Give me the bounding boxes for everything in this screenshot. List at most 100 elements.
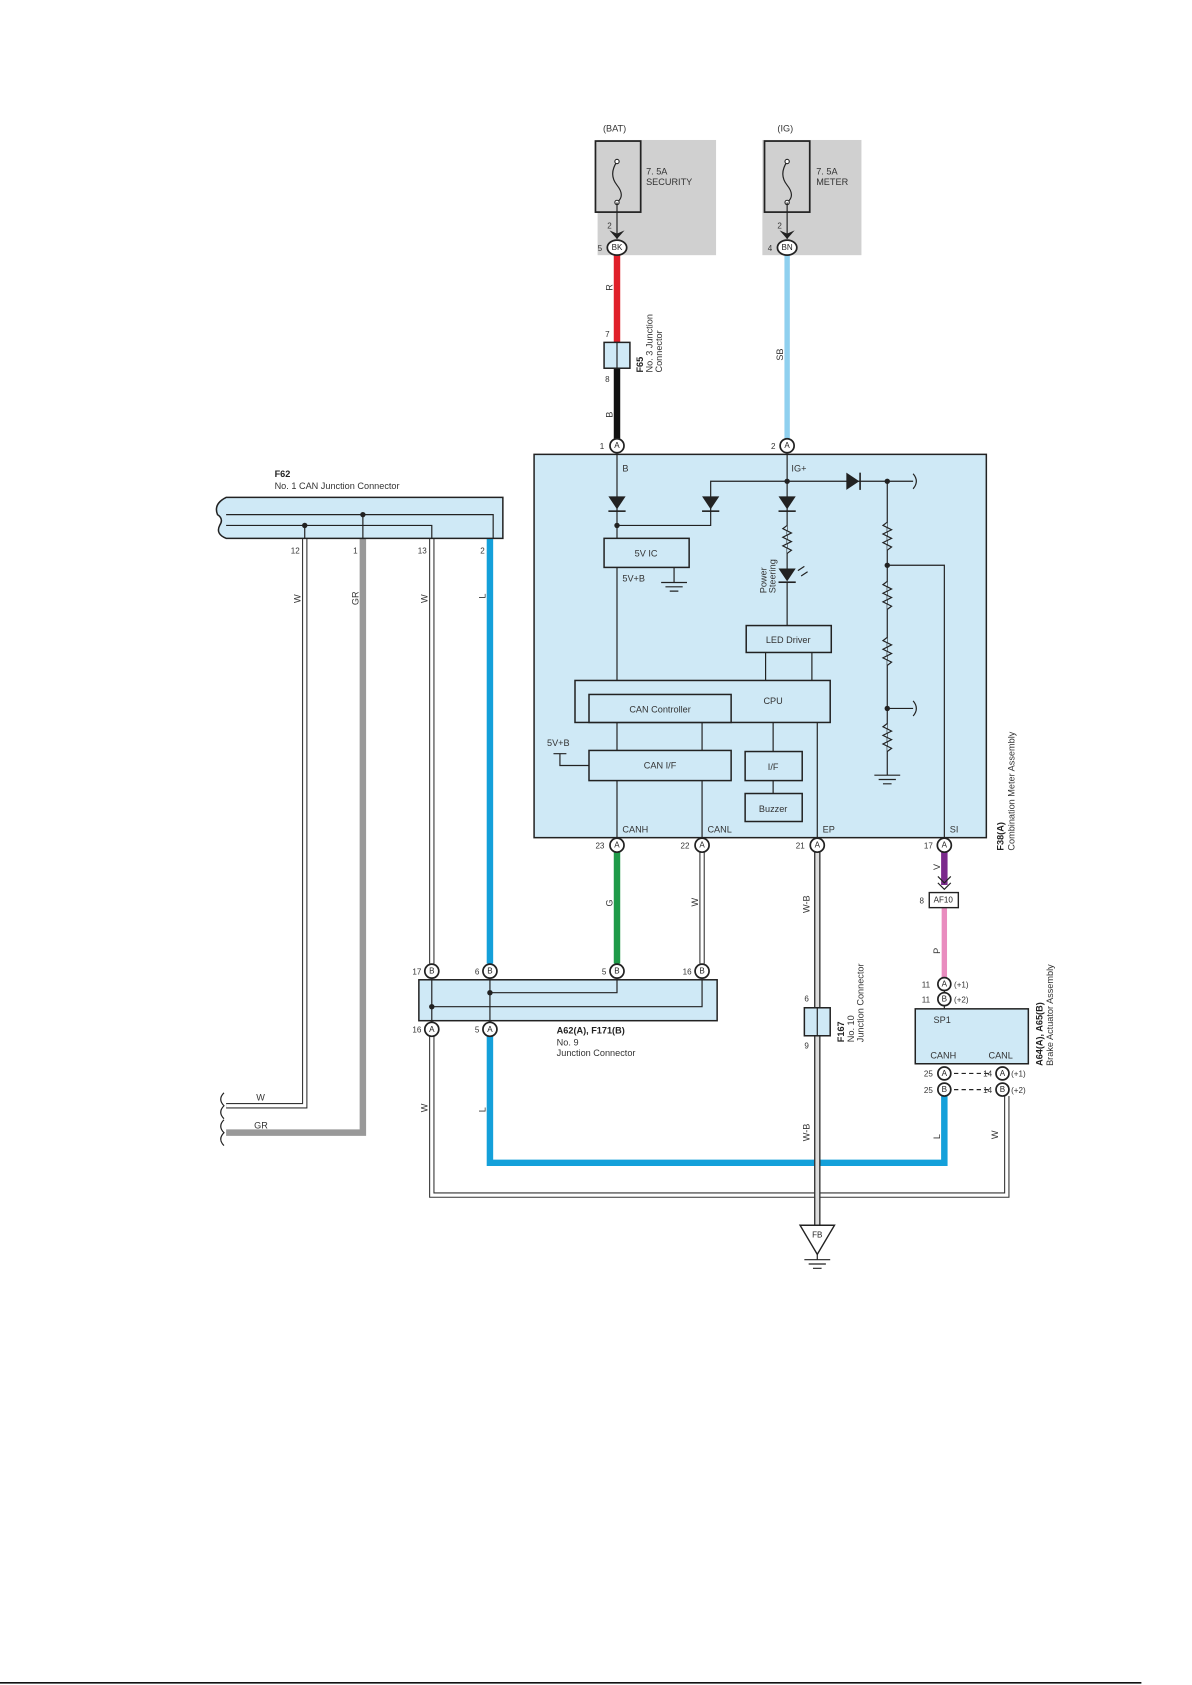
diode-icon [608,472,861,584]
terminal-label: EP [823,824,835,834]
connector-letter: A [699,841,705,850]
connector-id: F167 [836,1021,846,1042]
pin-number: 8 [605,375,610,384]
component-name: Brake Actuator Assembly [1045,964,1055,1066]
wire-blue-loop [486,1035,948,1167]
pin-polarity: (+2) [1011,1086,1026,1095]
can-if-block [588,749,732,782]
wire-label: W [690,898,700,907]
pin-number: 6 [475,967,480,976]
connector-letter: B [942,1085,947,1094]
wire-label: W-B [802,1124,812,1142]
block-label: SP1 [934,1015,951,1025]
fuse-rating: 7. 5A [646,166,668,176]
pin-number: 1 [600,442,605,451]
component-id: F38(A) [996,822,1006,850]
pin-polarity: (+1) [954,980,969,989]
connector-name: No. 9 [557,1037,579,1047]
pin-number: 1 [353,546,358,555]
pin-number: 22 [681,841,690,850]
block-label: CAN I/F [644,761,677,771]
wire-label: V [932,863,942,870]
wire-label: SB [775,348,785,360]
terminal-label: CANL [707,824,731,834]
pin-number: 11 [922,995,931,1004]
wire-white-loop [430,1035,1009,1197]
connector-label: BK [612,243,623,252]
pin-number: 17 [924,841,933,850]
pin-number: 5 [602,967,607,976]
wire-label: L [478,594,488,599]
pin-number: 17 [412,967,421,976]
5v-ic-block [603,537,690,569]
continuation-bracket [912,473,917,717]
connector-bn [776,239,798,257]
component-id: A64(A), A65(B) [1034,1002,1044,1066]
terminal-label: 5V+B [547,738,570,748]
block-label: CPU [763,696,782,706]
pin-number: 2 [607,221,612,230]
pin-number: 9 [804,1042,809,1051]
connector-letter: A [942,841,948,850]
fuse-ig-group: (IG) 7. 5A METER 2 4 [762,123,862,256]
wire-gray [226,538,367,1136]
fuse-source-label: (BAT) [603,123,626,133]
fuse-source-label: (IG) [777,123,793,133]
connector-name: Connector [654,330,664,372]
connector-name: Junction Connector [856,963,866,1042]
connector-letter: A [942,980,948,989]
if-block [744,750,803,782]
block-label: LED Driver [766,635,811,645]
pin-number: 2 [771,442,776,451]
pin-number: 4 [768,244,773,253]
connector-bk [606,239,628,257]
fuse-name: METER [816,177,848,187]
f65-junction-connector: 7 8 F65 No. 3 Junction Connector [603,314,664,384]
terminal-label: CANL [988,1050,1012,1060]
wire-label: W-B [802,895,812,913]
pin-number: 2 [480,546,485,555]
connector-letter: B [614,967,619,976]
wire-label: GR [351,591,361,605]
pin-number: 16 [412,1026,421,1035]
pin-number: 11 [922,980,931,989]
a62-junction-connector: B B B B A A 17 6 5 16 16 5 A62(A), F171(… [412,963,718,1058]
terminal-label: IG+ [791,464,806,474]
wire-label: W [256,1092,265,1102]
pin-number: 25 [924,1070,933,1079]
connector-letter: A [1000,1069,1006,1078]
block-label: CAN Controller [629,705,690,715]
continuation-bracket [220,1092,225,1147]
connector-id: A62(A), F171(B) [557,1026,625,1036]
connector-letter: A [429,1025,435,1034]
brake-actuator-assembly: SP1 CANH CANL A B 11 11 (+1) (+2) A B A … [914,964,1055,1097]
can-controller-block [588,693,732,724]
wire-label: R [605,284,615,291]
led-label: Power [759,567,769,593]
pin-number: 8 [920,896,925,905]
pin-number: 25 [924,1086,933,1095]
pin-number: 16 [683,967,692,976]
connector-letter: B [942,995,947,1004]
connector-id: AF10 [934,896,954,905]
connector-name: No. 1 CAN Junction Connector [275,481,400,491]
fuse-icon [612,161,622,203]
wire-label: B [605,412,615,418]
pin-number: 2 [777,221,782,230]
connector-letter: A [784,441,790,450]
wire-label: W [990,1130,1000,1139]
connector-letter: A [815,841,821,850]
terminal-label: 5V+B [622,573,645,583]
led-light-icon [797,565,808,577]
wire-label: W [292,594,302,603]
component-name: Combination Meter Assembly [1006,731,1016,850]
wires [220,255,1010,1226]
terminal-label: CANH [622,824,648,834]
wire-label: W [419,594,429,603]
connector-id: F62 [275,469,291,479]
meter-connector-pins: A 1 A 2 A 23 A 22 A 21 A 17 [595,437,953,854]
resistor-icon [781,521,893,752]
connector-letter: A [942,1069,948,1078]
connector-letter: B [699,967,704,976]
